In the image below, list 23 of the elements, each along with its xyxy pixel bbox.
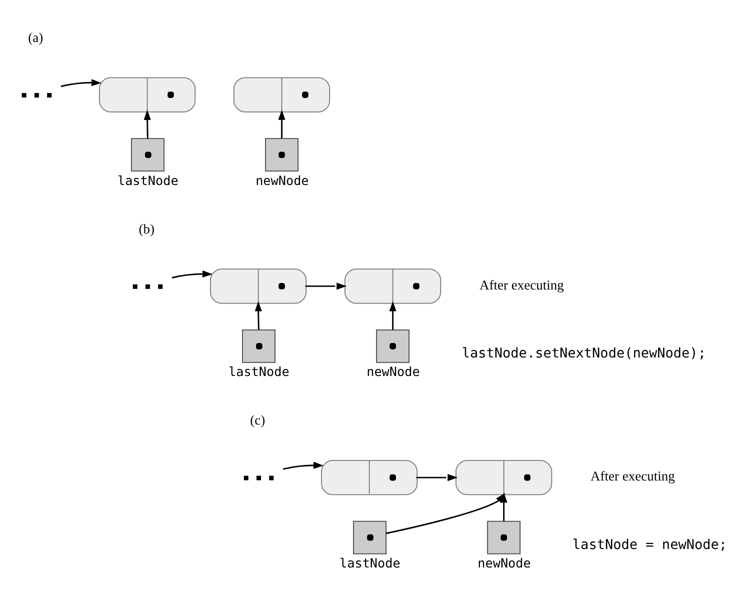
label: lastNode.setNextNode(newNode); xyxy=(462,345,706,362)
arrow xyxy=(60,79,102,88)
node-label: newNode xyxy=(478,556,531,571)
label: After executing xyxy=(590,468,675,484)
label: (c) xyxy=(250,412,266,428)
label: lastNode = newNode; xyxy=(572,536,728,553)
node-label: lastNode xyxy=(228,364,290,380)
node-label: lastNode xyxy=(340,556,400,571)
label: After executing xyxy=(479,277,564,292)
node-label: lastNode xyxy=(117,172,178,188)
arrow xyxy=(172,270,213,278)
label: (a) xyxy=(28,30,44,46)
arrow xyxy=(144,110,151,138)
arrow xyxy=(500,492,508,522)
arrow xyxy=(389,301,396,330)
arrow xyxy=(305,282,347,290)
arrow xyxy=(278,110,286,138)
node-label: newNode xyxy=(256,172,309,188)
label: (b) xyxy=(138,221,154,236)
arrow xyxy=(282,462,324,470)
node-label: newNode xyxy=(366,364,420,380)
arrow xyxy=(254,301,262,330)
arrow xyxy=(416,474,458,482)
